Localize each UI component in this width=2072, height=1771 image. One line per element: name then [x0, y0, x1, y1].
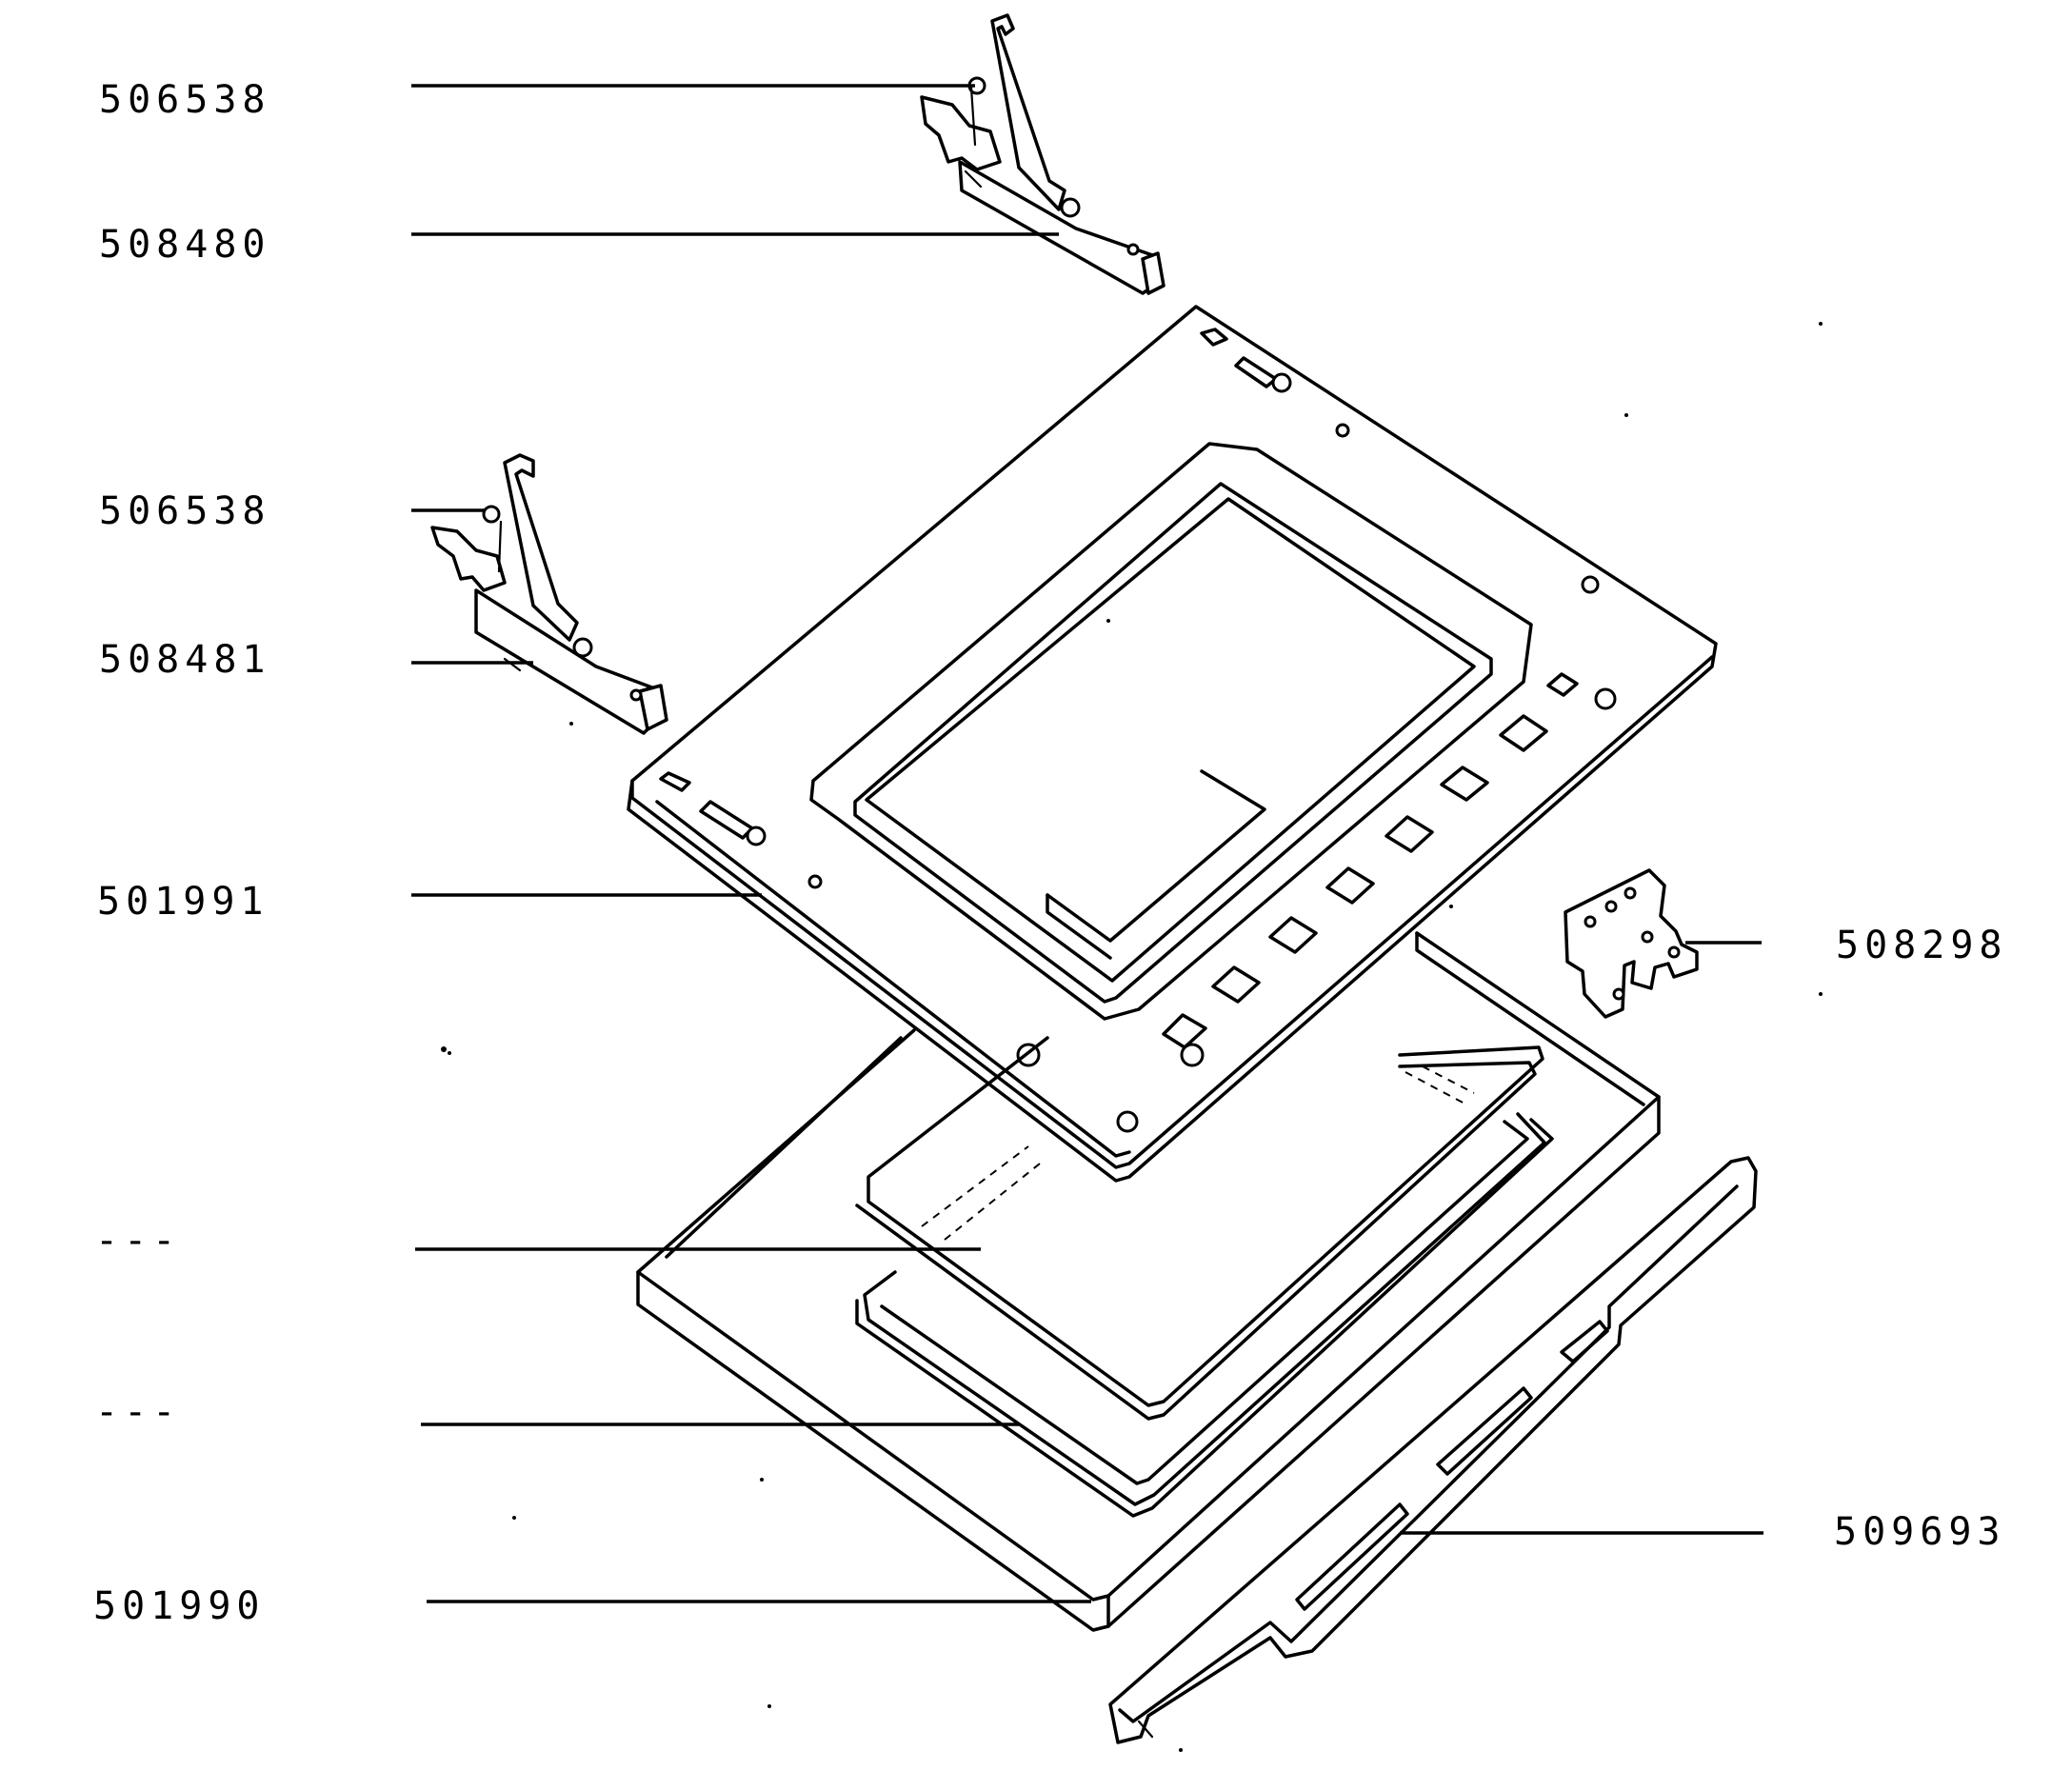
label-508481: 508481 — [99, 638, 271, 682]
glass-seal-part — [855, 1112, 1554, 1518]
label-glass-seal: --- — [95, 1390, 181, 1434]
label-508298: 508298 — [1836, 924, 2008, 967]
hinge-right-part — [920, 13, 1166, 295]
label-501990: 501990 — [93, 1584, 266, 1628]
bracket-part — [1564, 868, 1699, 1019]
hinge-left-part — [430, 453, 668, 735]
label-509693: 509693 — [1834, 1510, 2006, 1554]
label-glass-pane: --- — [95, 1219, 181, 1263]
handle-rail-part — [1108, 1156, 1758, 1744]
inner-door-panel-part — [627, 305, 1718, 1183]
label-506538-low: 506538 — [99, 489, 271, 533]
label-508480: 508480 — [99, 223, 271, 267]
part-labels: 506538 508480 506538 508481 501991 --- -… — [93, 78, 2008, 1628]
ventilation-slots — [659, 328, 1579, 1049]
outer-door-frame-part — [636, 931, 1661, 1632]
leader-lines — [411, 84, 1763, 1603]
scan-specks — [441, 322, 1823, 1752]
label-501991: 501991 — [97, 880, 269, 924]
label-506538-top: 506538 — [99, 78, 271, 122]
glass-pane-part — [855, 1036, 1544, 1421]
